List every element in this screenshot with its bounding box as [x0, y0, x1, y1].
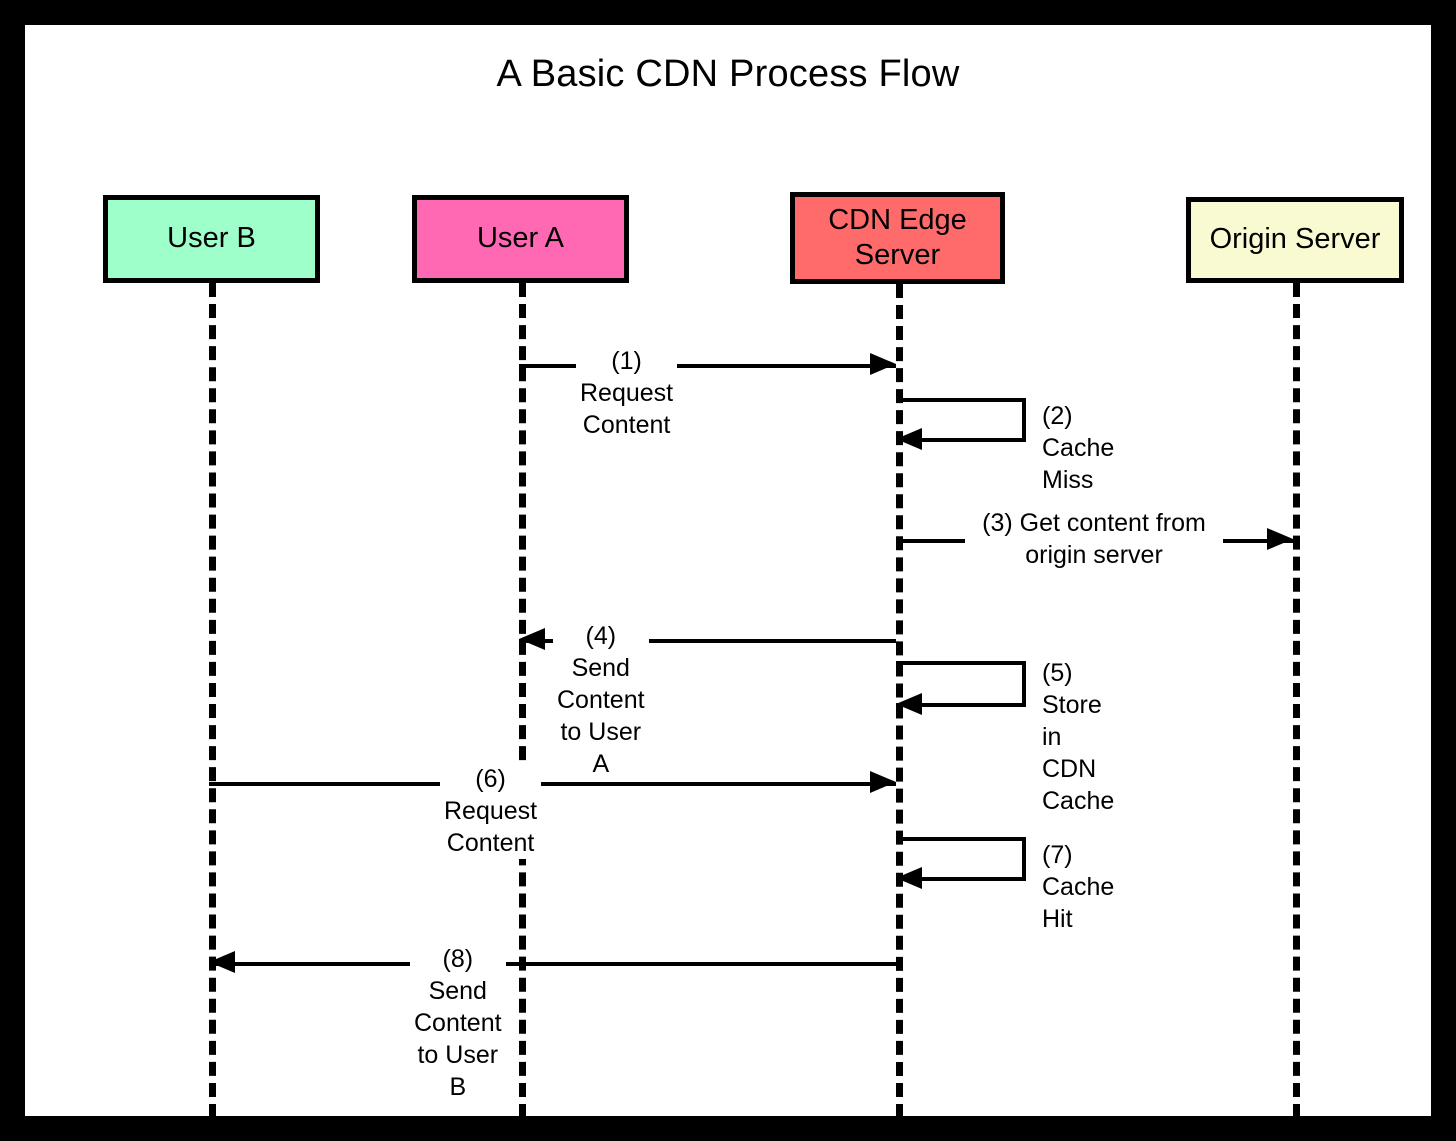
actor-label-cdn-edge-server: CDN Edge Server	[828, 203, 967, 271]
message-6-line	[209, 782, 896, 786]
message-3-label: (3) Get content from origin server	[965, 507, 1223, 571]
message-5-arrowhead-icon	[896, 693, 922, 715]
actor-label-user-a: User A	[476, 222, 565, 255]
message-7-line-top	[896, 837, 1026, 841]
actor-label-user-b: User B	[167, 222, 256, 255]
message-6-arrowhead-icon	[870, 771, 896, 793]
message-4-arrowhead-icon	[519, 628, 545, 650]
message-8-label: (8) Send Content to User B	[410, 943, 506, 1103]
message-7-line-right	[1022, 837, 1026, 881]
message-2-label: (2) Cache Miss	[1038, 400, 1119, 496]
actor-box-origin-server[interactable]: Origin Server	[1186, 197, 1404, 283]
message-7-line-bottom	[896, 877, 1026, 881]
lifeline-user-a	[519, 283, 526, 1116]
message-1-label: (1) Request Content	[576, 345, 678, 441]
message-7-arrowhead-icon	[896, 867, 922, 889]
message-8-arrowhead-icon	[209, 951, 235, 973]
message-4-line	[519, 639, 896, 643]
message-8-line	[209, 962, 896, 966]
message-5-label: (5) Store in CDN Cache	[1038, 657, 1119, 817]
message-1-line	[519, 364, 896, 368]
message-5-line-right	[1022, 661, 1026, 707]
message-5-line-bottom	[896, 703, 1026, 707]
message-2-line-right	[1022, 398, 1026, 442]
lifeline-user-b	[209, 283, 216, 1116]
diagram-title: A Basic CDN Process Flow	[496, 53, 960, 95]
message-6-label: (6) Request Content	[440, 763, 542, 859]
message-1-arrowhead-icon	[870, 353, 896, 375]
message-2-line-top	[896, 398, 1026, 402]
message-4-label: (4) Send Content to User A	[553, 620, 649, 780]
actor-box-cdn-edge-server[interactable]: CDN Edge Server	[790, 192, 1005, 284]
message-5-line-top	[896, 661, 1026, 665]
actor-box-user-a[interactable]: User A	[412, 195, 629, 283]
message-3-arrowhead-icon	[1267, 528, 1293, 550]
diagram-canvas: A Basic CDN Process Flow User B User A C…	[25, 25, 1431, 1116]
lifeline-origin-server	[1293, 283, 1300, 1116]
message-7-label: (7) Cache Hit	[1038, 839, 1119, 935]
actor-box-user-b[interactable]: User B	[103, 195, 320, 283]
actor-label-origin-server: Origin Server	[1209, 223, 1381, 256]
message-2-line-bottom	[896, 438, 1026, 442]
message-2-arrowhead-icon	[896, 428, 922, 450]
